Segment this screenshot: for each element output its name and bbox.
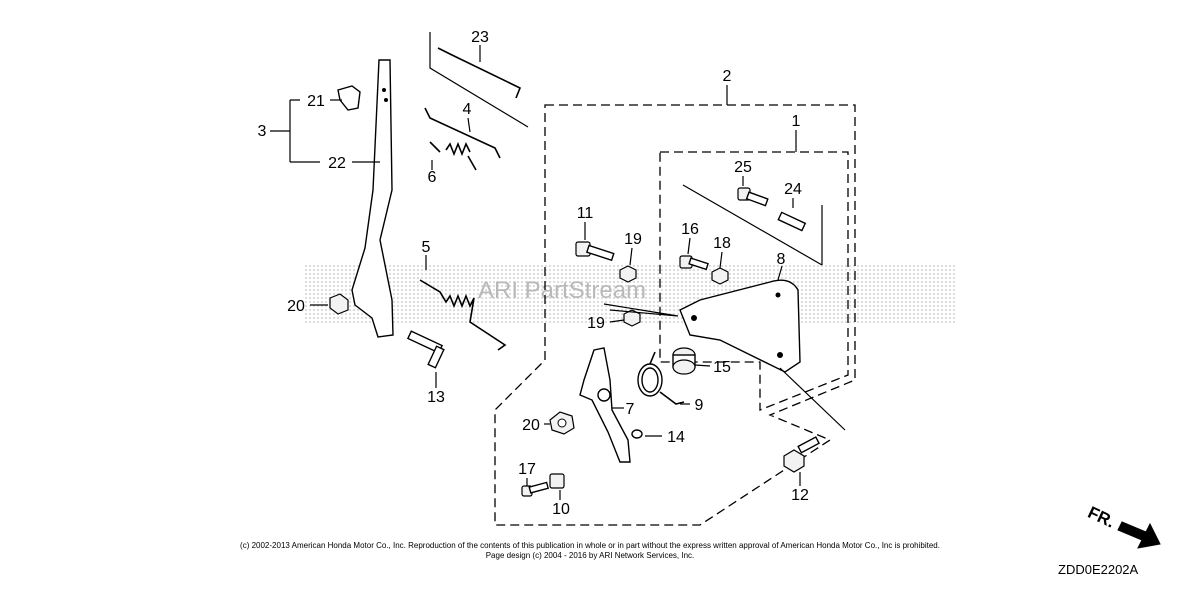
callout-12: 12	[791, 487, 809, 504]
callout-19-lower: 19	[587, 315, 605, 332]
diagram-code: ZDD0E2202A	[1058, 562, 1139, 577]
callouts: 2 1 3 21 22 23 4 6 5 20 13 11 19 19 16 1…	[258, 29, 809, 518]
callout-8: 8	[777, 251, 786, 268]
callout-2: 2	[723, 68, 732, 85]
leader-lines	[270, 45, 846, 500]
callout-13: 13	[427, 389, 445, 406]
callout-24: 24	[784, 181, 802, 198]
screw-10	[549, 473, 565, 489]
lever-hole	[384, 98, 388, 102]
cable-clip	[337, 85, 361, 111]
nut-18	[711, 267, 729, 285]
callout-7: 7	[626, 401, 635, 418]
washer-14	[631, 429, 643, 439]
callout-11: 11	[577, 205, 594, 222]
torsion-spring-9	[637, 351, 685, 405]
assembly-1-frame	[659, 151, 849, 411]
throttle-lever	[351, 59, 394, 338]
callout-3: 3	[258, 123, 267, 140]
callout-25: 25	[734, 159, 752, 176]
callout-1: 1	[792, 113, 801, 130]
bolt-25	[737, 187, 769, 207]
callout-18: 18	[713, 235, 731, 252]
spring-5	[419, 279, 507, 351]
callout-4: 4	[463, 101, 472, 118]
page-design-credit: Page design (c) 2004 - 2016 by ARI Netwo…	[485, 551, 695, 560]
nut-19-lower	[623, 309, 641, 327]
copyright-notice: (c) 2002-2013 American Honda Motor Co., …	[240, 541, 940, 550]
plate-hole	[775, 292, 781, 298]
callout-23: 23	[471, 29, 489, 46]
bolt-12	[783, 436, 821, 473]
watermark-text: ARI PartStream	[478, 277, 646, 304]
callout-21: 21	[307, 93, 325, 110]
screw-17	[521, 481, 550, 497]
callout-22: 22	[328, 155, 346, 172]
plate-hole	[777, 352, 783, 358]
lever-pivot	[597, 388, 611, 402]
callout-9: 9	[695, 397, 704, 414]
arrow-right-icon	[1117, 521, 1161, 549]
kit-24-25-box	[682, 184, 823, 266]
assembly-2-frame	[494, 104, 856, 526]
lever-nut	[329, 293, 349, 315]
callout-20-right: 20	[522, 417, 540, 434]
bracket-plate-8	[679, 279, 801, 373]
callout-6: 6	[428, 169, 437, 186]
callout-10: 10	[552, 501, 570, 518]
lever-bolt	[406, 330, 445, 369]
callout-14: 14	[667, 429, 685, 446]
callout-5: 5	[422, 239, 431, 256]
lever-hole	[382, 88, 386, 92]
spring-6	[429, 141, 477, 171]
control-lever-7	[579, 347, 631, 463]
plate-hole	[691, 315, 697, 321]
callout-19-upper: 19	[624, 231, 642, 248]
stud-24	[777, 211, 807, 232]
fr-label: FR.	[1085, 503, 1118, 532]
nut-20-lower	[549, 411, 575, 435]
rod-23	[437, 47, 522, 99]
bolt-11	[575, 241, 615, 262]
callout-15: 15	[713, 359, 731, 376]
nut-19-upper	[619, 265, 637, 283]
callout-16: 16	[681, 221, 699, 238]
kit-23-box	[429, 32, 529, 128]
callout-20-left: 20	[287, 298, 305, 315]
bolt-16	[679, 255, 709, 271]
sleeve-15	[672, 347, 696, 375]
rod-4	[424, 107, 501, 159]
callout-17: 17	[518, 461, 536, 478]
